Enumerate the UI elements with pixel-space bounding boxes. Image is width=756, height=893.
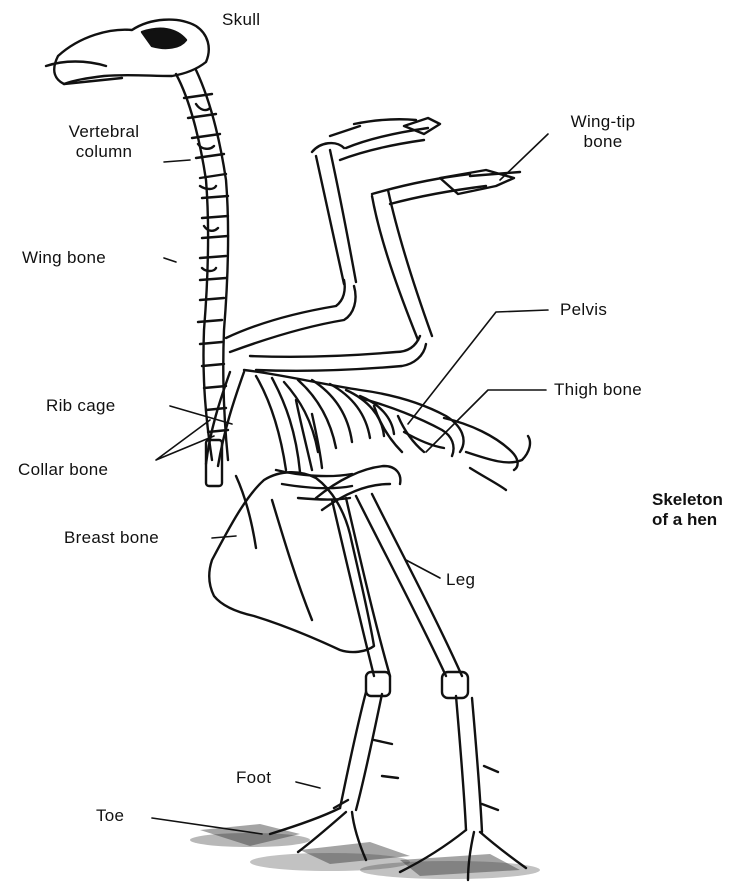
caption-line1: Skeleton [652,490,723,510]
skull-bone [46,20,209,84]
label-vertebral-column-line2: column [44,142,164,162]
wing-bones [226,118,520,371]
leader-lines [152,134,548,834]
label-vertebral-column: Vertebral column [44,122,164,161]
label-skull: Skull [222,10,260,30]
diagram-caption: Skeleton of a hen [652,490,723,529]
rib-cage-bones [256,376,394,500]
label-breast-bone: Breast bone [64,528,159,548]
label-vertebral-column-line1: Vertebral [44,122,164,142]
caption-line2: of a hen [652,510,723,530]
label-wing-tip-bone-line2: bone [548,132,658,152]
label-pelvis: Pelvis [560,300,607,320]
label-wing-tip-bone-line1: Wing-tip [548,112,658,132]
label-collar-bone: Collar bone [18,460,108,480]
ground-shading [190,824,540,879]
label-thigh-bone: Thigh bone [554,380,642,400]
thigh-bone [316,466,400,510]
vertebral-column-bone [176,70,228,486]
label-wing-bone: Wing bone [22,248,106,268]
label-wing-tip-bone: Wing-tip bone [548,112,658,151]
label-leg: Leg [446,570,475,590]
label-rib-cage: Rib cage [46,396,116,416]
label-foot: Foot [236,768,271,788]
label-toe: Toe [96,806,124,826]
leg-bones [332,494,498,832]
